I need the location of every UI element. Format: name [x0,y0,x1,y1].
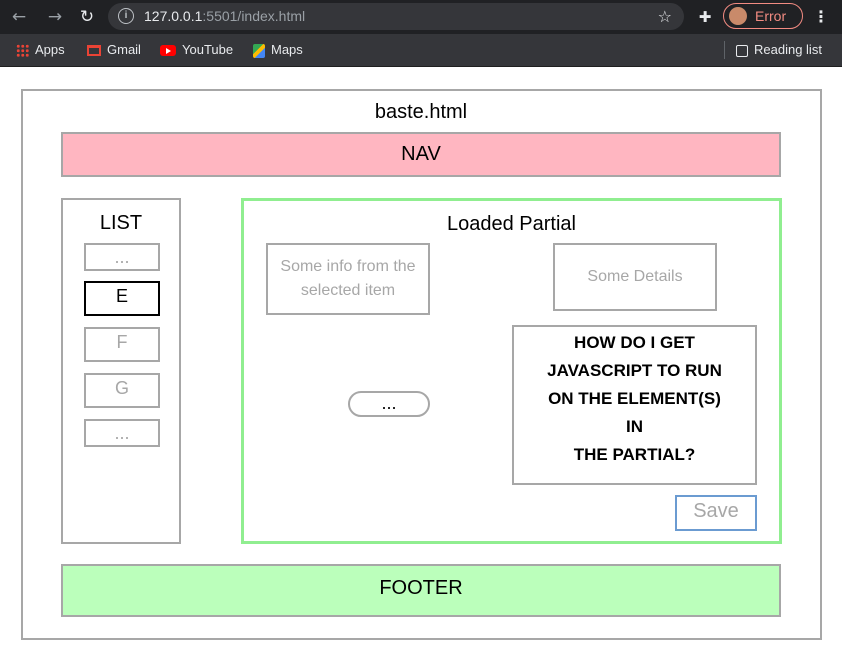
list-item[interactable]: G [84,373,160,408]
page-viewport: baste.html NAV LIST ... E F G ... Loaded… [0,67,842,659]
reading-list-button[interactable]: Reading list [736,41,822,59]
avatar [729,7,747,25]
reading-list-icon [736,44,748,57]
url-text[interactable]: 127.0.0.1:5501/index.html [144,8,306,24]
question-box: HOW DO I GET JAVASCRIPT TO RUN ON THE EL… [512,325,757,485]
selected-item-info: Some info from the selected item [266,243,430,315]
list-panel: LIST ... E F G ... [61,198,181,544]
loaded-partial-panel: Loaded Partial Some info from the select… [241,198,782,544]
bookmark-apps[interactable]: Apps [16,41,65,59]
footer: FOOTER [61,564,781,617]
puzzle-icon[interactable]: ✚ [698,8,712,26]
partial-title: Loaded Partial [447,213,576,235]
list-item[interactable]: F [84,327,160,362]
bookmarks-separator [724,41,725,59]
star-icon[interactable]: ☆ [657,7,672,26]
forward-arrow-icon[interactable]: → [47,7,63,27]
page-title: baste.html [374,101,468,123]
info-icon[interactable]: i [118,8,134,24]
list-item[interactable]: ... [84,243,160,271]
nav-bar[interactable]: NAV [61,132,781,177]
gmail-icon [87,45,101,57]
bookmark-gmail[interactable]: Gmail [87,41,141,59]
browser-toolbar: ← → ↻ i 127.0.0.1:5501/index.html ☆ ✚ Er… [0,0,842,34]
reload-icon[interactable]: ↻ [79,7,95,27]
youtube-icon [160,45,176,57]
page-frame [21,89,822,640]
details-box: Some Details [553,243,717,311]
list-item[interactable]: ... [84,419,160,447]
bookmark-maps[interactable]: Maps [253,41,303,59]
apps-grid-icon [16,44,29,58]
maps-icon [253,43,265,58]
bookmarks-bar: Apps Gmail YouTube Maps Reading list [0,34,842,67]
list-title: LIST [99,212,143,234]
ellipsis-pill-button[interactable]: ... [348,391,430,417]
back-arrow-icon[interactable]: ← [11,7,27,27]
list-item-selected[interactable]: E [84,281,160,316]
error-label: Error [755,8,787,24]
address-bar[interactable]: i 127.0.0.1:5501/index.html ☆ [108,3,684,30]
kebab-menu-icon[interactable]: ⋮ [813,7,829,26]
save-button[interactable]: Save [675,495,757,531]
profile-error-button[interactable]: Error [723,3,803,29]
bookmark-youtube[interactable]: YouTube [160,41,233,59]
